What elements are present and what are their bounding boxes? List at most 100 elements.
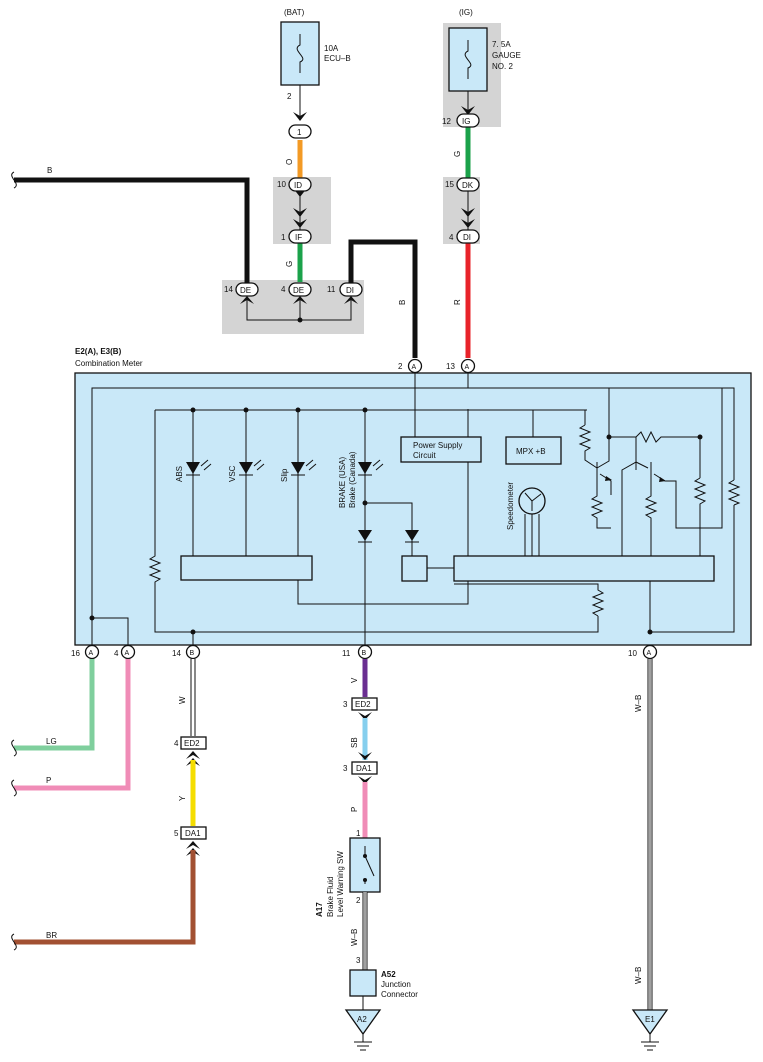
wire-label-wb-right-top: W–B bbox=[634, 695, 643, 712]
switch-name1: Brake Fluid bbox=[326, 877, 335, 917]
wire-label-g-mid: G bbox=[285, 261, 294, 267]
speedometer-label: Speedometer bbox=[506, 482, 515, 530]
svg-text:A: A bbox=[647, 650, 652, 657]
junction-connector: A52 Junction Connector bbox=[349, 969, 418, 1010]
switch-name2: Level Warning SW bbox=[336, 851, 345, 917]
meter-pin-14b: 14 B bbox=[172, 644, 201, 660]
brake-led-label-2: Brake (Canada) bbox=[348, 451, 357, 508]
ig-fuse-name2: NO. 2 bbox=[492, 62, 513, 71]
svg-text:11: 11 bbox=[342, 649, 351, 658]
svg-text:ED2: ED2 bbox=[355, 700, 371, 709]
wire-label-v: V bbox=[350, 677, 359, 683]
bat-fuse: (BAT) 10A ECU–B 2 bbox=[280, 8, 351, 121]
svg-text:4: 4 bbox=[114, 649, 119, 658]
svg-text:1: 1 bbox=[356, 829, 361, 838]
svg-text:16: 16 bbox=[71, 649, 80, 658]
de-di-bus bbox=[240, 296, 358, 323]
wire-label-y: Y bbox=[178, 795, 187, 801]
meter-pin-11b: 11 B bbox=[342, 644, 373, 660]
power-supply-line1: Power Supply bbox=[413, 441, 462, 450]
wire-label-r: R bbox=[453, 299, 462, 305]
ground-a2-label: A2 bbox=[357, 1015, 367, 1024]
bat-fuse-name: ECU–B bbox=[324, 54, 351, 63]
switch-ref: A17 bbox=[315, 902, 324, 917]
svg-text:5: 5 bbox=[174, 829, 179, 838]
mpx-label: MPX +B bbox=[516, 447, 546, 456]
ig-fuse: (IG) 7. 5A GAUGE NO. 2 bbox=[448, 8, 521, 115]
junction-name1: Junction bbox=[381, 980, 411, 989]
conn-dk-pin: 15 bbox=[445, 180, 454, 189]
conn-if-pin: 1 bbox=[281, 233, 286, 242]
wire-label-wb-sw: W–B bbox=[350, 929, 359, 946]
connector-da1-5: 5 DA1 bbox=[174, 826, 207, 856]
brake-led-label-1: BRAKE (USA) bbox=[338, 457, 347, 508]
svg-text:A: A bbox=[125, 650, 130, 657]
ig-label: (IG) bbox=[459, 8, 473, 17]
wire-label-lg: LG bbox=[46, 737, 57, 746]
conn-id-pin: 10 bbox=[277, 180, 286, 189]
conn-ig12-pin: 12 bbox=[442, 117, 451, 126]
meter-pin-4a: 4 A bbox=[114, 644, 136, 660]
svg-text:A: A bbox=[89, 650, 94, 657]
wire-pink-left bbox=[14, 659, 131, 791]
svg-text:14: 14 bbox=[172, 649, 181, 658]
svg-text:A: A bbox=[412, 364, 417, 371]
bat-pin: 2 bbox=[287, 92, 292, 101]
wire-label-p-left: P bbox=[46, 776, 51, 785]
ig-fuse-name1: GAUGE bbox=[492, 51, 521, 60]
wire-label-o: O bbox=[285, 159, 294, 165]
conn-di11-pin: 11 bbox=[327, 285, 336, 294]
led-abs-label: ABS bbox=[175, 466, 184, 482]
svg-text:DA1: DA1 bbox=[185, 829, 201, 838]
brake-fluid-switch: 1 A17 Brake Fluid Level Warning SW 2 bbox=[315, 829, 381, 917]
meter-pin-16a: 16 A bbox=[71, 644, 100, 660]
svg-text:3: 3 bbox=[356, 956, 361, 965]
conn-de4-pin: 4 bbox=[281, 285, 286, 294]
conn-if-code: IF bbox=[295, 233, 302, 242]
wire-label-g-ig: G bbox=[453, 151, 462, 157]
connector-1: 1 bbox=[288, 124, 312, 139]
conn-id-code: ID bbox=[294, 181, 302, 190]
meter-name: Combination Meter bbox=[75, 359, 143, 368]
svg-text:B: B bbox=[362, 650, 367, 657]
connector-dk: 15 DK bbox=[445, 177, 480, 230]
ground-e1: E1 bbox=[631, 1009, 669, 1051]
connector-if: 1 IF bbox=[281, 229, 312, 244]
svg-text:4: 4 bbox=[174, 739, 179, 748]
wire-label-b-top: B bbox=[47, 166, 52, 175]
svg-text:13: 13 bbox=[446, 362, 455, 371]
svg-text:2: 2 bbox=[356, 896, 361, 905]
power-supply-line2: Circuit bbox=[413, 451, 436, 460]
svg-text:B: B bbox=[190, 650, 195, 657]
svg-text:ED2: ED2 bbox=[184, 739, 200, 748]
combination-meter-box bbox=[74, 372, 752, 646]
svg-text:3: 3 bbox=[343, 700, 348, 709]
svg-text:2: 2 bbox=[398, 362, 403, 371]
connector-ig12: 12 IG bbox=[442, 113, 480, 128]
conn-di11-code: DI bbox=[346, 286, 354, 295]
conn-ig12-code: IG bbox=[462, 117, 470, 126]
conn-de4-code: DE bbox=[293, 286, 304, 295]
wire-label-b-meter: B bbox=[398, 300, 407, 305]
wire-label-p-sw: P bbox=[350, 807, 359, 812]
conn-di4-pin: 4 bbox=[449, 233, 454, 242]
svg-text:DA1: DA1 bbox=[356, 764, 372, 773]
bat-fuse-amp: 10A bbox=[324, 44, 339, 53]
wire-label-br: BR bbox=[46, 931, 57, 940]
wire-label-wb-right-bottom: W–B bbox=[634, 967, 643, 984]
meter-ref: E2(A), E3(B) bbox=[75, 347, 122, 356]
led-vsc-label: VSC bbox=[228, 465, 237, 482]
svg-text:3: 3 bbox=[343, 764, 348, 773]
conn-de14-pin: 14 bbox=[224, 285, 233, 294]
ig-fuse-amp: 7. 5A bbox=[492, 40, 511, 49]
meter-pin-10a: 10 A bbox=[628, 644, 658, 660]
connector-ed2-4: 4 ED2 bbox=[174, 736, 207, 766]
led-slip-label: Slip bbox=[280, 468, 289, 482]
conn-1-code: 1 bbox=[297, 128, 302, 137]
wire-lightgreen bbox=[14, 659, 95, 751]
meter-pin-13a: 13 A bbox=[446, 358, 476, 374]
wire-label-w: W bbox=[178, 696, 187, 704]
svg-text:A: A bbox=[465, 364, 470, 371]
meter-internal-circuit: ABS VSC Slip BRAKE (USA) Brake (Canada) … bbox=[89, 372, 741, 645]
